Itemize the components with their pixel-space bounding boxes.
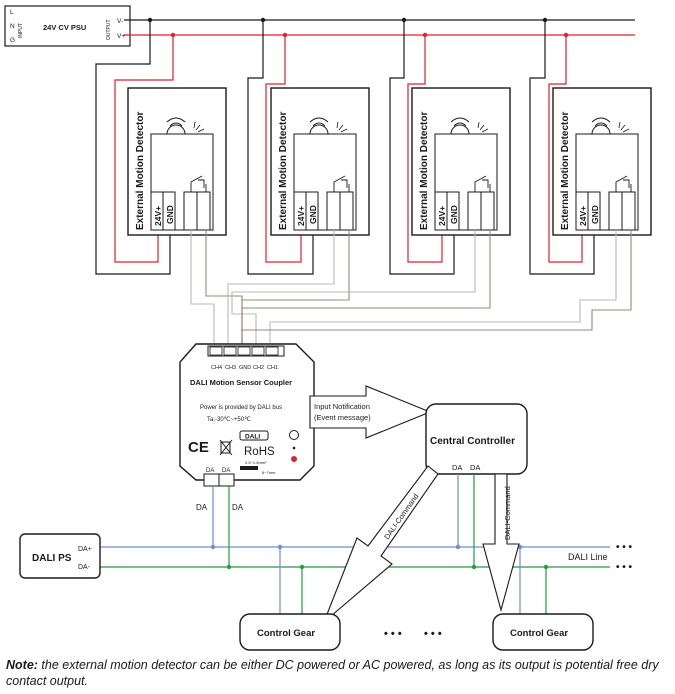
- controller-da-1: DA: [452, 463, 462, 472]
- detector-4-title: External Motion Detector: [560, 112, 571, 230]
- pin-ch2: CH2: [253, 365, 264, 371]
- bus-ellipsis-top: • • •: [616, 542, 633, 553]
- wire-spec-1: 0.5~1.5mm²: [245, 460, 267, 465]
- detector-2-pos: 24V+: [296, 206, 306, 226]
- rohs-mark: RoHS: [244, 446, 275, 458]
- control-gear-2: Control Gear: [492, 613, 594, 651]
- dali-ps: DALI PS DA+ DA-: [19, 533, 101, 579]
- dali-command-arrow-right: DALI-Command: [482, 473, 520, 613]
- motion-detector-4: External Motion Detector 24V+ GND: [552, 87, 652, 236]
- weee-icon: [219, 439, 233, 456]
- gear-ellipsis-1: • • •: [384, 628, 402, 640]
- input-notification-arrow: Input Notification (Event message): [309, 385, 432, 439]
- motion-detectors: External Motion Detector 24V+ GND Extern…: [127, 87, 652, 236]
- coupler-temp: Ta:-30℃~+50℃: [207, 417, 251, 423]
- command-right-label: DALI-Command: [503, 486, 512, 540]
- pin-ch3: CH3: [225, 365, 236, 371]
- motion-detector-3: External Motion Detector 24V+ GND: [411, 87, 511, 236]
- command-left-label: DALI-Command: [382, 492, 420, 541]
- footnote-prefix: Note:: [6, 658, 38, 672]
- ce-mark: CE: [188, 439, 209, 456]
- coupler-da-2: DA: [222, 468, 230, 474]
- coupler-da-1: DA: [206, 468, 214, 474]
- footnote: Note: the external motion detector can b…: [6, 657, 670, 689]
- detector-1-pos: 24V+: [153, 206, 163, 226]
- bus-da-left: DA: [196, 503, 208, 512]
- detector-4-pos: 24V+: [578, 206, 588, 226]
- central-controller: Central Controller DA DA: [425, 403, 528, 475]
- coupler-button-icon: [289, 430, 299, 440]
- detector-power-wiring: [95, 20, 595, 275]
- notification-line-1: Input Notification: [314, 402, 370, 411]
- contact-wiring: [190, 230, 632, 346]
- detector-2-title: External Motion Detector: [278, 112, 289, 230]
- bus-junctions: [210, 544, 549, 570]
- dali-ps-title: DALI PS: [32, 553, 72, 564]
- bus-da-right: DA: [232, 503, 244, 512]
- controller-title: Central Controller: [430, 436, 515, 447]
- wire-spec-2: 6~7mm: [262, 470, 276, 475]
- psu-title: 24V CV PSU: [43, 23, 86, 32]
- dali-ps-minus: DA-: [78, 564, 91, 571]
- dali-command-arrow-left: DALI-Command: [323, 465, 439, 623]
- motion-detector-1: External Motion Detector 24V+ GND: [127, 87, 227, 236]
- coupler-title: DALI Motion Sensor Coupler: [190, 378, 292, 387]
- bus-ellipsis-bottom: • • •: [616, 562, 633, 573]
- pin-ch4: CH4: [211, 365, 222, 371]
- detector-3-gnd: GND: [449, 205, 459, 224]
- psu-output-rails: [124, 17, 635, 38]
- psu-box: [4, 5, 131, 47]
- dali-motion-sensor-coupler: CH4 CH3 GND CH2 CH1 DALI Motion Sensor C…: [179, 343, 315, 487]
- psu-terminal-vneg: V-: [117, 18, 123, 25]
- detector-1-title: External Motion Detector: [135, 112, 146, 230]
- dali-logo: [239, 430, 269, 441]
- coupler-led-icon: [291, 456, 297, 462]
- control-gear-1-label: Control Gear: [257, 628, 315, 639]
- gear-ellipsis-2: • • •: [424, 628, 442, 640]
- detector-3-title: External Motion Detector: [419, 112, 430, 230]
- psu-output-label: OUTPUT: [106, 19, 112, 40]
- dali-ps-plus: DA+: [78, 546, 92, 553]
- wire-strip-icon: [240, 466, 258, 470]
- psu-terminal-l: L: [10, 9, 14, 16]
- coupler-indicator-dot: [292, 446, 296, 450]
- controller-da-2: DA: [470, 463, 480, 472]
- coupler-power-note: Power is provided by DALI bus: [200, 405, 282, 411]
- psu-terminal-g: G: [10, 37, 15, 44]
- control-gear-2-label: Control Gear: [510, 628, 568, 639]
- psu-terminal-n: N: [10, 23, 15, 30]
- psu: L N G INPUT 24V CV PSU OUTPUT V- V+: [4, 5, 131, 47]
- detector-4-gnd: GND: [590, 205, 600, 224]
- motion-detector-2: External Motion Detector 24V+ GND: [270, 87, 370, 236]
- psu-input-label: INPUT: [18, 23, 24, 38]
- control-gear-1: Control Gear: [239, 613, 341, 651]
- footnote-text: the external motion detector can be eith…: [6, 658, 659, 688]
- detector-1-gnd: GND: [165, 205, 175, 224]
- psu-terminal-vpos: V+: [117, 33, 125, 40]
- pin-gnd: GND: [239, 365, 251, 371]
- detector-3-pos: 24V+: [437, 206, 447, 226]
- pin-ch1: CH1: [267, 365, 278, 371]
- dali-logo-text: DALI: [245, 434, 260, 441]
- detector-2-gnd: GND: [308, 205, 318, 224]
- notification-line-2: (Event message): [314, 413, 371, 422]
- dali-line-label: DALI Line: [568, 552, 608, 562]
